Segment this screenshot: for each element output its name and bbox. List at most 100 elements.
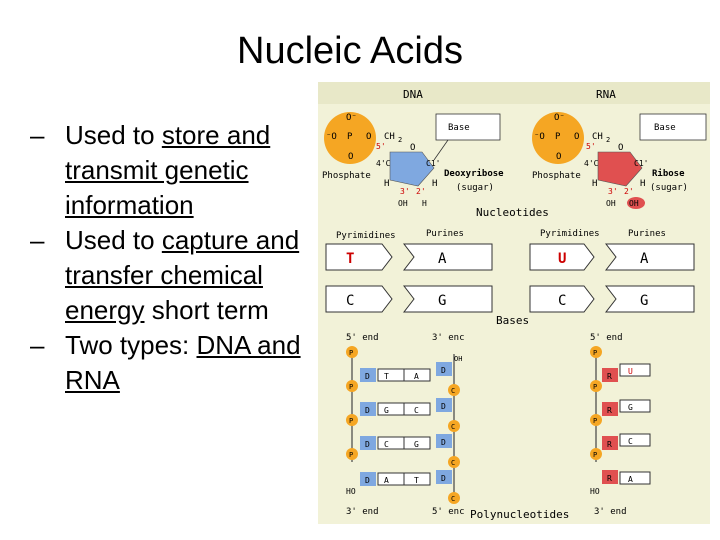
- bullet-underlined: capture and transfer chemical energy: [65, 225, 300, 325]
- dna-h-2prime: H: [422, 199, 427, 208]
- rna-r-1: [602, 368, 618, 382]
- rna-header: RNA: [596, 88, 616, 101]
- dna-nucleotide: O⁻ ⁻O P O O CH 2 5' O 4'C C1' H H 3' 2' …: [322, 112, 504, 208]
- dna-d-2-label: D: [365, 406, 370, 415]
- dna-strand2-3end: 3' enc: [432, 333, 465, 343]
- dna-base-label: Base: [448, 123, 470, 133]
- rna-p-3-label: P: [593, 417, 597, 425]
- dna-pair-c-label: C: [414, 406, 419, 415]
- nucleic-acid-diagram: DNA RNA O⁻ ⁻O P O O CH 2 5' O 4'C C1' H …: [318, 82, 710, 524]
- rna-base-u-label: U: [628, 367, 633, 376]
- rna-p-2: [590, 380, 602, 392]
- dna-o-top: O⁻: [346, 113, 357, 123]
- rna-base-c-label: C: [628, 437, 633, 446]
- rna-3prime: 3': [608, 187, 618, 196]
- dna-oh-label: OH: [454, 355, 462, 363]
- dna-pyrimidines-label: Pyrimidines: [336, 231, 396, 241]
- rna-sugar-label: (sugar): [650, 183, 688, 193]
- dna-p-r2-label: C: [451, 423, 455, 431]
- rna-base-a-label: A: [628, 475, 633, 484]
- rna-r-3: [602, 436, 618, 450]
- rna-p: P: [555, 132, 561, 142]
- dna-5prime: 5': [376, 142, 386, 151]
- dna-p-1: [346, 346, 358, 358]
- rna-2prime: 2': [624, 187, 634, 196]
- dna-p-3-label: P: [349, 417, 353, 425]
- rna-base-a: [619, 471, 651, 485]
- bullet-dash: –: [30, 330, 45, 360]
- rna-r-2: [602, 402, 618, 416]
- bullet-dash: –: [30, 225, 45, 255]
- dna-pair-t-label: T: [384, 372, 389, 381]
- dna-pair-c2: [377, 436, 405, 450]
- rna-o-top: O⁻: [554, 113, 565, 123]
- rna-base-box: [639, 113, 707, 141]
- base-c-rna-shape: [529, 285, 595, 313]
- bullet-capture-transfer: –Used to capture and transfer chemical e…: [30, 223, 315, 328]
- rna-4prime: 4'C: [584, 159, 599, 168]
- bullet-text: Two types:: [65, 330, 197, 360]
- dna-p: P: [347, 132, 353, 142]
- rna-ribose-label: Ribose: [652, 168, 685, 179]
- rna-purines-label: Purines: [628, 229, 666, 239]
- dna-p-r4: [448, 492, 460, 504]
- slide-title: Nucleic Acids: [237, 30, 463, 72]
- dna-o-bottom: O: [348, 152, 353, 162]
- dna-d-r2: [436, 398, 452, 412]
- rna-oh-highlight: [627, 197, 645, 209]
- dna-pair-g2: [403, 436, 431, 450]
- dna-d-1: [360, 368, 376, 382]
- dna-p-r1-label: C: [451, 387, 455, 395]
- dna-phosphate-group: [324, 112, 376, 164]
- dna-h-left: H: [384, 179, 389, 189]
- rna-r-4-label: R: [607, 474, 612, 483]
- dna-purines-label: Purines: [426, 229, 464, 239]
- base-g-shape: [402, 285, 493, 313]
- dna-3prime: 3': [400, 187, 410, 196]
- dna-d-r1: [436, 362, 452, 376]
- dna-d-r2-label: D: [441, 402, 446, 411]
- dna-d-r1-label: D: [441, 366, 446, 375]
- rna-base-g: [619, 399, 651, 413]
- rna-o-bottom: O: [556, 152, 561, 162]
- base-c-shape: [325, 285, 393, 313]
- base-t-shape: [325, 243, 393, 271]
- rna-r-2-label: R: [607, 406, 612, 415]
- polynucleotides-caption: Polynucleotides: [470, 508, 569, 521]
- dna-pair-t2: [403, 472, 431, 486]
- base-a-label: A: [438, 251, 447, 267]
- base-a-shape: [402, 243, 493, 271]
- rna-pyrimidines-label: Pyrimidines: [540, 229, 600, 239]
- dna-p-4-label: P: [349, 451, 353, 459]
- rna-h-right: H: [640, 179, 645, 189]
- bullet-text-after: short term: [144, 295, 269, 325]
- rna-5end: 5' end: [590, 333, 623, 343]
- dna-d-r4: [436, 470, 452, 484]
- rna-phosphate-group: [532, 112, 584, 164]
- dna-base-box: [435, 113, 501, 141]
- bullet-list: –Used to store and transmit genetic info…: [30, 118, 315, 398]
- dna-pair-a2-label: A: [384, 476, 389, 485]
- dna-d-1-label: D: [365, 372, 370, 381]
- dna-p-4: [346, 448, 358, 460]
- rna-o-left: ⁻O: [534, 132, 545, 142]
- rna-ring-o: O: [618, 143, 623, 153]
- dna-ho-label: HO: [346, 487, 356, 496]
- rna-ho-label: HO: [590, 487, 600, 496]
- base-g-rna-label: G: [640, 293, 648, 309]
- bullet-text: Used to: [65, 225, 162, 255]
- dna-p-r3: [448, 456, 460, 468]
- rna-h-left: H: [592, 179, 597, 189]
- dna-sugar-label: (sugar): [456, 183, 494, 193]
- rna-r-1-label: R: [607, 372, 612, 381]
- dna-d-4-label: D: [365, 476, 370, 485]
- rna-base-u: [619, 363, 651, 377]
- dna-d-4: [360, 472, 376, 486]
- dna-d-r4-label: D: [441, 474, 446, 483]
- dna-o-left: ⁻O: [326, 132, 337, 142]
- rna-p-1-label: P: [593, 349, 597, 357]
- nucleotides-caption: Nucleotides: [476, 206, 549, 219]
- rna-base-g-label: G: [628, 403, 633, 412]
- rna-r-4: [602, 470, 618, 484]
- dna-p-2-label: P: [349, 383, 353, 391]
